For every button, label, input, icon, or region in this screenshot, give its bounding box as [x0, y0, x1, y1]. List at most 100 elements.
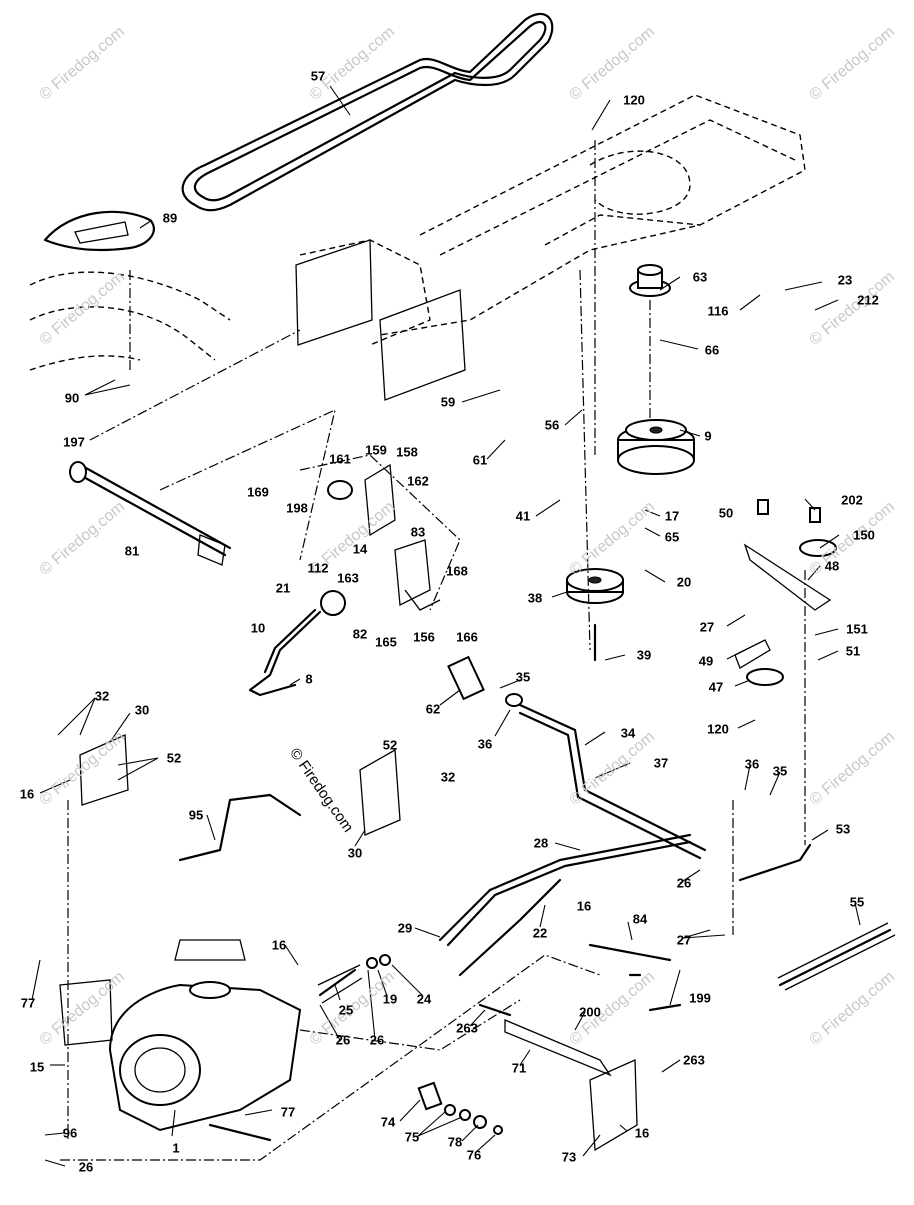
- part-number: 62: [425, 701, 441, 717]
- part-number: 47: [708, 679, 724, 695]
- part-number: 77: [280, 1104, 296, 1120]
- engine-pulley: [566, 568, 624, 662]
- part-number: 55: [849, 894, 865, 910]
- part-number: 74: [380, 1114, 396, 1130]
- part-number: 52: [382, 737, 398, 753]
- part-number: 158: [396, 444, 418, 460]
- part-number: 23: [837, 272, 853, 288]
- part-number: 8: [305, 671, 313, 687]
- part-number: 20: [676, 574, 692, 590]
- part-number: 163: [337, 570, 359, 586]
- part-number: 17: [664, 508, 680, 524]
- idler-arm: [734, 499, 837, 686]
- part-number: 48: [824, 558, 840, 574]
- part-number: 61: [472, 452, 488, 468]
- brake-bracket: [299, 454, 461, 611]
- side-plates: [295, 239, 466, 401]
- part-number: 197: [63, 434, 85, 450]
- part-number: 169: [247, 484, 269, 500]
- part-number: 263: [456, 1020, 478, 1036]
- part-number: 168: [446, 563, 468, 579]
- part-number: 22: [532, 925, 548, 941]
- part-number: 120: [707, 721, 729, 737]
- part-number: 36: [744, 756, 760, 772]
- frame: [299, 94, 806, 346]
- bushings: [417, 1081, 503, 1135]
- part-number: 15: [29, 1059, 45, 1075]
- part-number: 112: [307, 560, 329, 576]
- part-number: 77: [20, 995, 36, 1011]
- part-number: 161: [329, 451, 351, 467]
- part-number: 57: [310, 68, 326, 84]
- part-number: 21: [275, 580, 291, 596]
- part-number: 35: [515, 669, 531, 685]
- part-number: 27: [676, 932, 692, 948]
- part-number: 200: [579, 1004, 601, 1020]
- part-number: 53: [835, 821, 851, 837]
- part-number: 26: [78, 1159, 94, 1175]
- part-number: 95: [188, 807, 204, 823]
- part-number: 14: [352, 541, 368, 557]
- part-number: 151: [846, 621, 868, 637]
- part-number: 26: [676, 875, 692, 891]
- part-number: 78: [447, 1134, 463, 1150]
- part-number: 84: [632, 911, 648, 927]
- part-number: 59: [440, 394, 456, 410]
- part-number: 82: [352, 626, 368, 642]
- leader-lines: [31, 85, 861, 1167]
- shift-lever: [248, 590, 346, 697]
- part-number: 156: [413, 629, 435, 645]
- cross-shaft: [69, 329, 336, 566]
- assembly-lines: [67, 140, 806, 1140]
- part-number: 76: [466, 1147, 482, 1163]
- part-number: 16: [576, 898, 592, 914]
- control-rod: [447, 655, 707, 860]
- part-number: 50: [718, 505, 734, 521]
- part-number: 51: [845, 643, 861, 659]
- part-number: 212: [857, 292, 879, 308]
- part-number: 32: [440, 769, 456, 785]
- part-number: 29: [397, 920, 413, 936]
- part-number: 89: [162, 210, 178, 226]
- part-number: 30: [347, 845, 363, 861]
- part-number: 25: [338, 1002, 354, 1018]
- fender: [29, 210, 231, 371]
- part-number: 162: [407, 473, 429, 489]
- part-number: 150: [853, 527, 875, 543]
- part-number: 96: [62, 1125, 78, 1141]
- part-number: 90: [64, 390, 80, 406]
- part-number: 56: [544, 417, 560, 433]
- part-number: 166: [456, 629, 478, 645]
- part-number: 28: [533, 835, 549, 851]
- part-number: 159: [365, 442, 387, 458]
- part-number: 263: [683, 1052, 705, 1068]
- part-number: 32: [94, 688, 110, 704]
- part-number: 26: [369, 1032, 385, 1048]
- tension-spring: [317, 954, 391, 1004]
- part-number: 116: [707, 303, 729, 319]
- spring: [777, 922, 896, 991]
- part-number: 199: [689, 990, 711, 1006]
- part-number: 26: [335, 1032, 351, 1048]
- part-number: 165: [375, 634, 397, 650]
- part-number: 19: [382, 991, 398, 1007]
- left-plates: [79, 734, 401, 862]
- drive-belt: [181, 13, 554, 212]
- part-number: 30: [134, 702, 150, 718]
- part-number: 52: [166, 750, 182, 766]
- part-number: 34: [620, 725, 636, 741]
- part-number: 73: [561, 1149, 577, 1165]
- part-number: 63: [692, 269, 708, 285]
- transaxle: [59, 939, 601, 1161]
- part-number: 10: [250, 620, 266, 636]
- part-number: 41: [515, 508, 531, 524]
- part-number: 202: [841, 492, 863, 508]
- part-number: 198: [286, 500, 308, 516]
- lower-brackets: [478, 943, 682, 1152]
- part-number: 27: [699, 619, 715, 635]
- pto-clutch: [617, 264, 695, 475]
- part-number: 35: [772, 763, 788, 779]
- part-number: 66: [704, 342, 720, 358]
- part-number: 1: [172, 1140, 180, 1156]
